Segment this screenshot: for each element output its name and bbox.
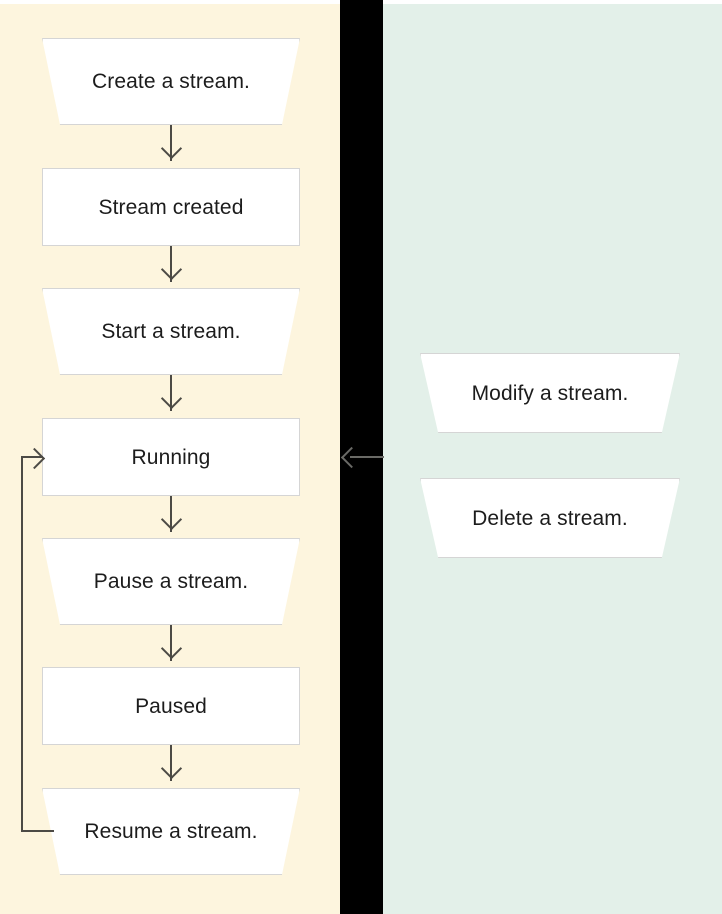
trapezoid-shape xyxy=(420,478,680,558)
node-pause-a-stream[interactable]: Pause a stream. xyxy=(42,538,300,625)
node-label: Delete a stream. xyxy=(472,506,628,530)
edge-pause-to-paused xyxy=(170,625,172,661)
edge-resume-to-running-vertical-segment xyxy=(21,457,23,831)
node-label: Resume a stream. xyxy=(84,820,258,843)
edge-running-to-pause xyxy=(170,496,172,532)
node-label: Running xyxy=(131,445,211,469)
node-label: Modify a stream. xyxy=(471,381,629,405)
node-label: Paused xyxy=(135,694,207,718)
edge-created-to-start xyxy=(170,246,172,282)
edge-create-to-created xyxy=(170,125,172,161)
trapezoid-shape xyxy=(42,288,300,375)
node-label: Start a stream. xyxy=(101,320,241,343)
node-stream-created[interactable]: Stream created xyxy=(42,168,300,246)
node-paused[interactable]: Paused xyxy=(42,667,300,745)
edge-resume-to-running-top-segment xyxy=(21,456,43,458)
trapezoid-shape xyxy=(42,538,300,625)
node-label: Create a stream. xyxy=(92,70,250,93)
node-running[interactable]: Running xyxy=(42,418,300,496)
edge-paused-to-resume xyxy=(170,745,172,781)
node-label: Pause a stream. xyxy=(93,570,249,593)
node-modify-a-stream[interactable]: Modify a stream. xyxy=(420,353,680,433)
node-delete-a-stream[interactable]: Delete a stream. xyxy=(420,478,680,558)
stream-operations-panel xyxy=(383,4,722,914)
edge-resume-to-running-bottom-segment xyxy=(21,830,54,832)
node-create-a-stream[interactable]: Create a stream. xyxy=(42,38,300,125)
node-resume-a-stream[interactable]: Resume a stream. xyxy=(42,788,300,875)
node-label: Stream created xyxy=(98,195,244,219)
edge-start-to-running xyxy=(170,375,172,411)
trapezoid-shape xyxy=(420,353,680,433)
edge-operations-to-running xyxy=(350,456,384,458)
node-start-a-stream[interactable]: Start a stream. xyxy=(42,288,300,375)
